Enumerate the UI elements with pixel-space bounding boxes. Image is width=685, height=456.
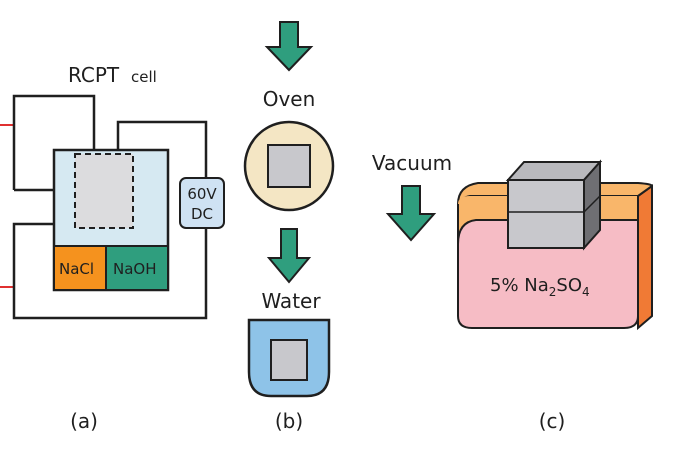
circuit-wires [12, 94, 208, 320]
power-type: DC [191, 205, 213, 223]
panel-a-rcpt: RCPT cell NaCl NaOH 60V DC (a) [0, 63, 225, 433]
rcpt-title-sub: cell [131, 68, 157, 86]
panel-c-vacuum: Vacuum 5% Na2SO4 (c) [372, 151, 654, 433]
power-supply [179, 177, 225, 229]
solution-label: 5% Na2SO4 [490, 275, 590, 299]
naoh-label: NaOH [113, 260, 157, 278]
caption-b: (b) [275, 409, 303, 433]
oven-label: Oven [263, 87, 316, 111]
cube-front [507, 179, 585, 249]
nacl-compartment [53, 245, 107, 291]
tank-body [457, 219, 639, 329]
oven-specimen [267, 144, 311, 188]
water-label: Water [261, 289, 321, 313]
power-voltage: 60V [187, 185, 217, 203]
rcpt-title: RCPT [68, 63, 120, 87]
down-arrow-icon [385, 185, 437, 242]
naoh-compartment [105, 245, 169, 291]
down-arrow-icon [266, 228, 312, 284]
water-specimen [270, 339, 308, 381]
rcpt-specimen [74, 153, 134, 229]
down-arrow-icon [264, 21, 314, 72]
caption-c: (c) [539, 409, 566, 433]
vacuum-label: Vacuum [372, 151, 452, 175]
panel-b-conditioning: Oven Water (b) [243, 21, 335, 433]
caption-a: (a) [70, 409, 98, 433]
tank-side [637, 184, 653, 331]
nacl-label: NaCl [59, 260, 94, 278]
